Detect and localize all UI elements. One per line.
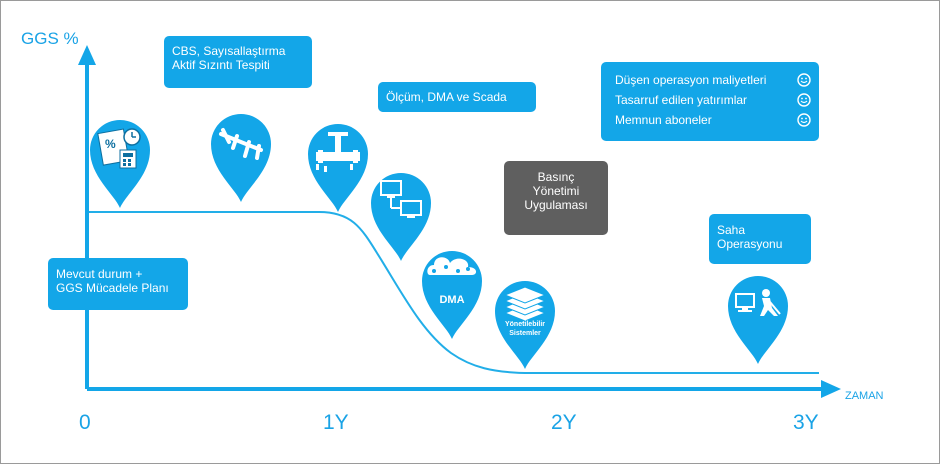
cloud-network-icon [427,257,477,275]
tick-3y: 3Y [793,411,819,434]
svg-text:%: % [105,137,116,151]
documents-calculator-icon: % [97,128,141,169]
pin-manageable-label-2: Sistemler [509,330,541,337]
computer-network-icon [380,180,422,218]
box-benefits: Düşen operasyon maliyetleri Tasarruf edi… [601,62,819,141]
box-gis-digitization: CBS, Sayısallaştırma Aktif Sızıntı Tespi… [164,36,312,88]
pin-dma-label: DMA [439,294,464,306]
smiley-icon [797,73,811,87]
y-axis-arrow [78,45,96,65]
smiley-icon [797,113,811,127]
smiley-icon [797,93,811,107]
benefit-subscribers: Memnun aboneler [615,110,811,130]
water-tap-pipe-icon [316,132,360,172]
pin-measurement [308,124,368,212]
tick-2y: 2Y [551,411,577,434]
tick-0: 0 [79,411,91,434]
layered-systems-icon [503,286,547,322]
pin-manageable-label-1: Yönetilebilir [505,321,545,328]
pin-documents: % [90,120,150,208]
x-axis-arrow [821,380,841,398]
pin-manageable-systems [495,281,555,369]
box-measurement-dma-scada: Ölçüm, DMA ve Scada [378,82,536,112]
benefit-costs: Düşen operasyon maliyetleri [615,70,811,90]
field-worker-icon [735,289,781,316]
pin-field-operation [728,276,788,364]
box-pressure-management: Basınç Yönetimi Uygulaması [504,161,608,235]
tick-1y: 1Y [323,411,349,434]
box-current-state: Mevcut durum + GGS Mücadele Planı [48,258,188,310]
box-field-operation: Saha Operasyonu [709,214,811,264]
x-axis-label: ZAMAN [845,390,884,402]
y-axis-label: GGS % [21,29,79,48]
benefit-investments: Tasarruf edilen yatırımlar [615,90,811,110]
pin-leak-detection [211,114,271,202]
leak-pipe-icon [219,128,263,160]
ggs-curve [89,211,819,374]
pin-scada [371,173,431,261]
pin-dma [422,251,482,339]
